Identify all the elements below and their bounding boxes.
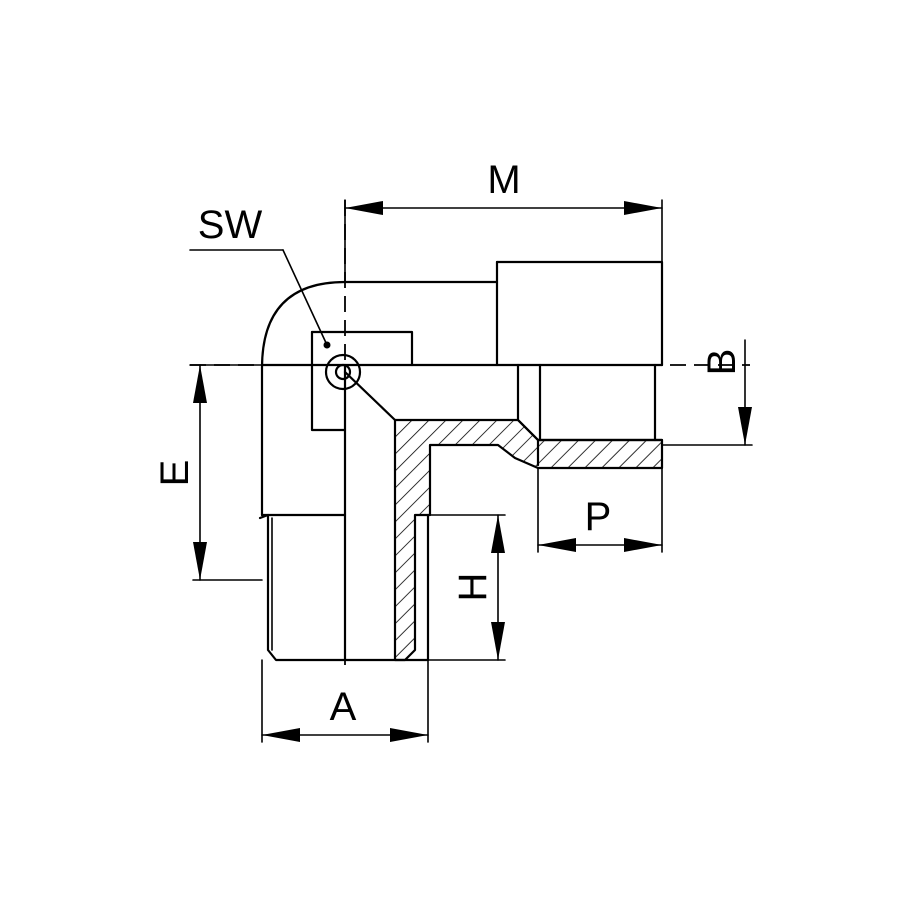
dimension-p: P xyxy=(537,467,663,553)
label-h: H xyxy=(451,573,495,602)
section-marker xyxy=(324,353,397,422)
label-b: B xyxy=(700,349,744,376)
dimension-h: H xyxy=(427,514,506,661)
label-e: E xyxy=(153,460,197,487)
label-p: P xyxy=(585,495,612,539)
label-sw: SW xyxy=(198,203,263,247)
dimension-sw: SW xyxy=(189,203,331,349)
dimension-b: B xyxy=(661,339,753,446)
label-a: A xyxy=(330,685,357,729)
dimension-m: M xyxy=(344,158,663,283)
label-m: M xyxy=(487,158,520,202)
hatched-section xyxy=(393,418,664,662)
dimension-e: E xyxy=(153,364,263,581)
dimension-a: A xyxy=(261,659,429,743)
